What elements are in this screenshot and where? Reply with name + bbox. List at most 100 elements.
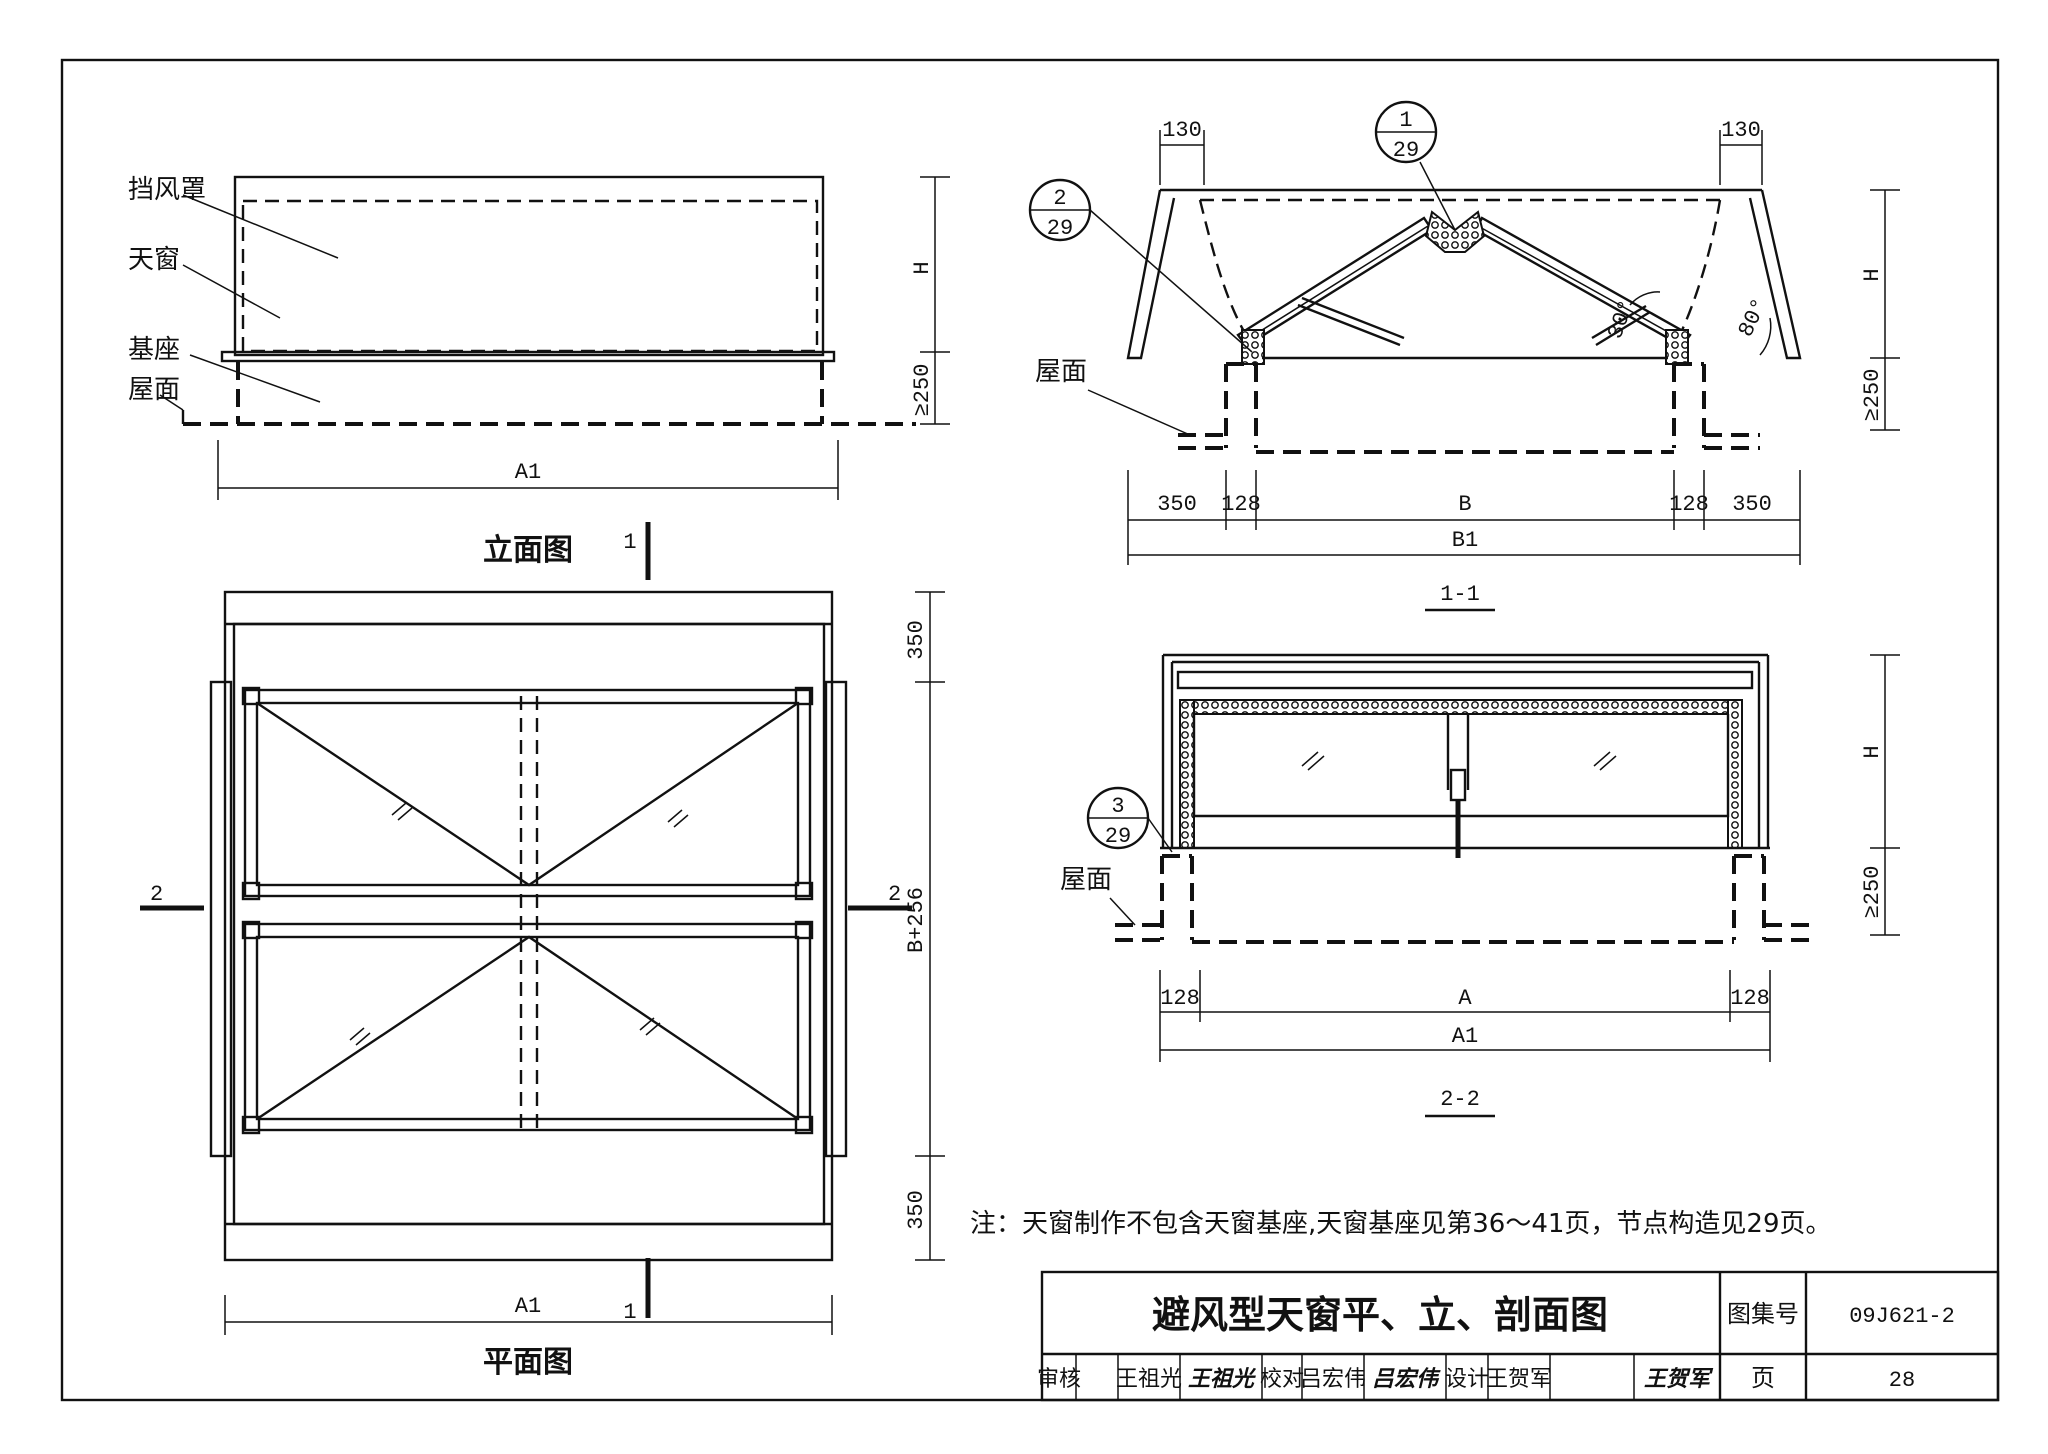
- section-2-2-base-walls: [1160, 854, 1766, 940]
- plan-center-mullion: [519, 696, 539, 1130]
- section-1-1-base-walls: [1224, 362, 1706, 448]
- svg-text:350: 350: [1157, 492, 1197, 517]
- design-label: 设计: [1445, 1367, 1489, 1392]
- title-block-title: 避风型天窗平、立、剖面图: [1152, 1293, 1608, 1337]
- svg-text:350: 350: [1732, 492, 1772, 517]
- section-mark-2-right-label: 2: [888, 882, 901, 907]
- plan-dim-A1: A1: [515, 1294, 541, 1319]
- leader-hood: [182, 194, 339, 259]
- review-signature: 王祖光: [1188, 1367, 1257, 1392]
- section-2-2-center-post: [1446, 714, 1470, 790]
- svg-text:A1: A1: [1452, 1024, 1478, 1049]
- section-2-2-top-rail: [1176, 670, 1754, 690]
- check-name: 吕宏伟: [1300, 1367, 1366, 1392]
- plan-left-flange: [209, 680, 233, 1158]
- section-2-2-height-dims: [1870, 654, 1900, 936]
- elevation-window-outline: [241, 199, 819, 353]
- label-roof-1-1: 屋面: [1035, 357, 1087, 387]
- atlas-number: 09J621-2: [1849, 1304, 1955, 1329]
- section-mark-1-bottom-label: 1: [623, 1300, 636, 1325]
- section-2-2-roof: [1115, 923, 1815, 944]
- section-1-1-height-dims: [1870, 189, 1900, 431]
- svg-text:H: H: [1860, 745, 1885, 758]
- plan-dim-350-bottom: 350: [904, 1190, 929, 1230]
- sheet-border: [60, 58, 2000, 1402]
- label-roof: 屋面: [128, 375, 180, 405]
- section-mark-1-top-label: 1: [623, 530, 636, 555]
- review-name: 王祖光: [1116, 1367, 1182, 1392]
- plan-bottom-opening-lines: [256, 935, 799, 1120]
- detail-callout-2-29: 2 29: [1028, 178, 1253, 353]
- label-roof-2-2: 屋面: [1060, 865, 1112, 895]
- svg-text:128: 128: [1730, 986, 1770, 1011]
- elevation-height-dims: [920, 176, 950, 425]
- svg-text:H: H: [1860, 268, 1885, 281]
- svg-text:29: 29: [1047, 216, 1073, 241]
- plan-right-dims: [915, 591, 945, 1261]
- section-1-1-roof: [1178, 433, 1760, 454]
- elevation-hood: [233, 175, 825, 357]
- elevation-base-walls: [236, 362, 824, 424]
- plan-outer-hood: [223, 590, 834, 1262]
- label-window: 天窗: [128, 245, 180, 275]
- plan-glass-marks: [349, 802, 689, 1046]
- elevation-base-plate: [220, 350, 836, 363]
- svg-text:130: 130: [1721, 118, 1761, 143]
- plan-dim-350-top: 350: [904, 620, 929, 660]
- plan-width-dim: [224, 1295, 833, 1335]
- elevation-view: 挡风罩 天窗 基座 屋面 H ≥250 A1 立面图 1: [128, 175, 950, 580]
- design-name: 王贺军: [1486, 1367, 1552, 1392]
- section-1-1-right-node: [1665, 329, 1689, 365]
- section-2-2-hatched-right: [1727, 699, 1743, 849]
- plan-bottom-sash: [243, 922, 812, 1132]
- section-2-2-window: [1192, 714, 1730, 818]
- elevation-dim-H: H: [910, 261, 935, 274]
- leader-base: [189, 354, 321, 403]
- plan-view: 2 2 1 350 B+256 350 A1 平面图: [140, 590, 945, 1380]
- section-1-1-dashed-outline: [1198, 198, 1722, 359]
- section-1-1-dim-130-right: [1719, 130, 1763, 185]
- section-2-2-glass-marks: [1301, 751, 1617, 771]
- svg-text:B1: B1: [1452, 528, 1478, 553]
- leader-roof: [159, 394, 184, 411]
- section-1-1-width-dims: [1127, 470, 1801, 565]
- svg-text:128: 128: [1669, 492, 1709, 517]
- svg-text:3: 3: [1111, 794, 1124, 819]
- page-label: 页: [1751, 1364, 1775, 1392]
- title-plan: 平面图: [483, 1345, 573, 1380]
- svg-text:≥250: ≥250: [1860, 369, 1885, 422]
- plan-top-sash: [243, 688, 812, 898]
- svg-text:1: 1: [1399, 108, 1412, 133]
- section-2-2-hood: [1161, 653, 1770, 848]
- svg-text:B: B: [1458, 492, 1471, 517]
- plan-right-flange: [824, 680, 848, 1158]
- svg-text:128: 128: [1221, 492, 1261, 517]
- section-mark-2-left-label: 2: [150, 882, 163, 907]
- svg-text:29: 29: [1105, 824, 1131, 849]
- section-2-2-hatched-left: [1179, 699, 1195, 849]
- svg-text:130: 130: [1162, 118, 1202, 143]
- section-2-2-width-dims: [1159, 970, 1771, 1062]
- review-label: 审核: [1037, 1367, 1081, 1392]
- atlas-label: 图集号: [1727, 1300, 1799, 1328]
- plan-top-opening-lines: [256, 702, 799, 887]
- design-signature: 王贺军: [1644, 1367, 1714, 1392]
- svg-text:29: 29: [1393, 138, 1419, 163]
- section-1-1-angle-80: 80°: [1734, 294, 1773, 340]
- detail-callout-1-29: 1 29: [1374, 100, 1456, 231]
- section-2-2-hatched-beam: [1179, 699, 1743, 715]
- note-text: 注：天窗制作不包含天窗基座,天窗基座见第36～41页，节点构造见29页。: [970, 1209, 1832, 1239]
- section-1-1-props: [1297, 296, 1651, 347]
- title-section-1-1: 1-1: [1440, 582, 1480, 607]
- elevation-dim-250: ≥250: [910, 364, 935, 417]
- title-block: 避风型天窗平、立、剖面图 图集号 09J621-2 页 28 审核 王祖光 王祖…: [1037, 1270, 2000, 1402]
- title-section-2-2: 2-2: [1440, 1087, 1480, 1112]
- svg-text:128: 128: [1160, 986, 1200, 1011]
- section-1-1-ridge-block: [1424, 210, 1486, 253]
- plan-dim-B256: B+256: [904, 887, 929, 953]
- section-2-2-view: 3 29 屋面 H ≥250 128 A 128 A1 2-2: [1060, 653, 1900, 1118]
- label-hood: 挡风罩: [128, 175, 206, 205]
- detail-callout-3-29: 3 29: [1086, 786, 1173, 853]
- check-signature: 吕宏伟: [1372, 1366, 1441, 1392]
